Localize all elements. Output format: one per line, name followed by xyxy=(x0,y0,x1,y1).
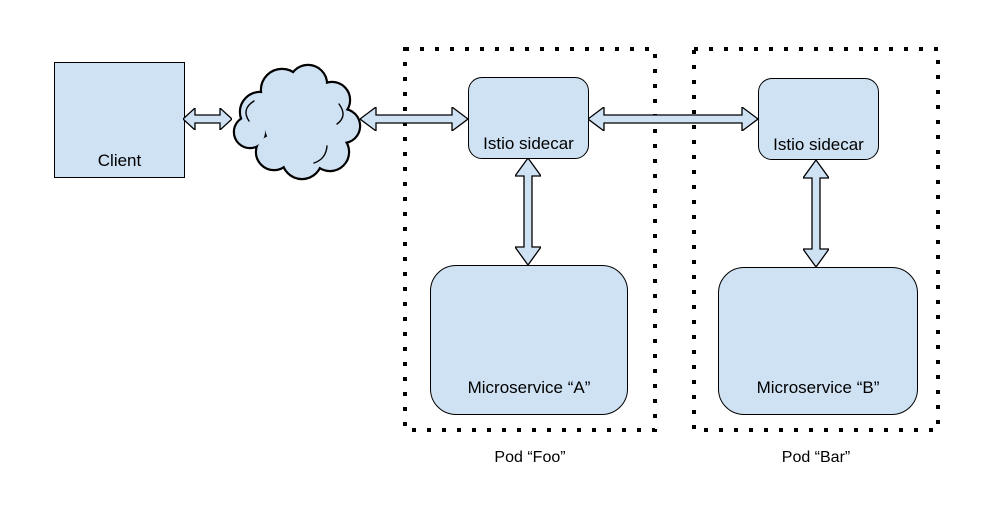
istio-sidecar-bar-node: Istio sidecar xyxy=(758,78,879,160)
istio-sidecar-bar-label: Istio sidecar xyxy=(773,134,864,154)
microservice-a-label: Microservice “A” xyxy=(467,377,591,397)
istio-sidecar-foo-node: Istio sidecar xyxy=(468,77,589,159)
arrow-sidecar-foo-sidecar-bar xyxy=(588,107,758,131)
istio-sidecar-foo-label: Istio sidecar xyxy=(483,133,574,153)
pod-foo-label: Pod “Foo” xyxy=(494,449,566,466)
arrow-sidecar-bar-microservice-b xyxy=(803,160,829,267)
pod-bar-container xyxy=(692,47,940,432)
microservice-b-label: Microservice “B” xyxy=(756,377,880,397)
client-label: Client xyxy=(97,150,142,170)
microservice-a-node: Microservice “A” xyxy=(430,265,628,415)
pod-bar-label: Pod “Bar” xyxy=(781,449,851,466)
arrow-client-cloud xyxy=(183,108,232,130)
arrow-cloud-sidecar-foo xyxy=(360,107,468,131)
microservice-b-node: Microservice “B” xyxy=(718,267,918,415)
cloud-icon xyxy=(232,63,362,181)
client-node: Client xyxy=(54,62,185,178)
arrow-sidecar-foo-microservice-a xyxy=(515,158,541,265)
